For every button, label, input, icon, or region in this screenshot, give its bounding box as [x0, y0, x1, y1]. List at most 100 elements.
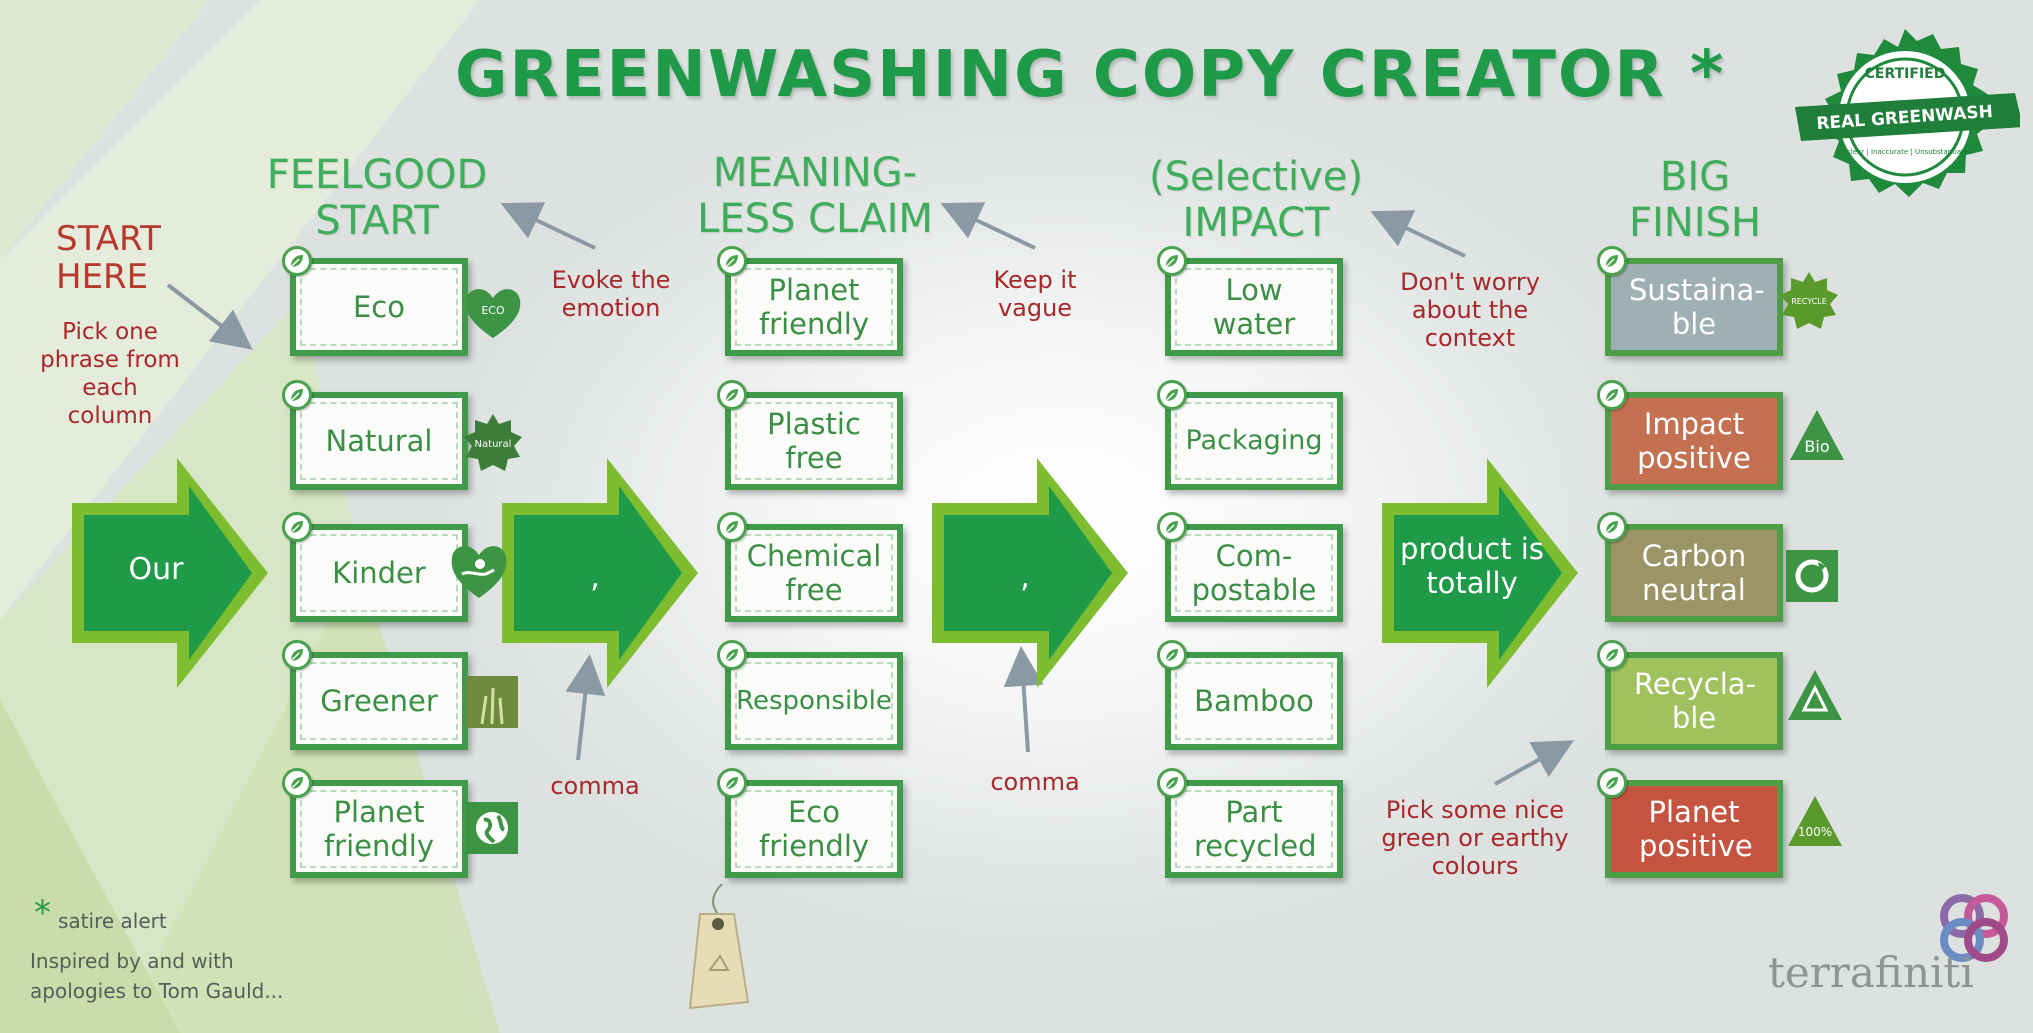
natural-badge-text: Natural — [475, 439, 512, 450]
card-label: Packaging — [1185, 425, 1323, 456]
flow-arrow-4 — [1382, 458, 1578, 688]
arrow-colours — [1494, 740, 1574, 786]
heading-meaningless-claim: MEANING-LESS CLAIM — [697, 150, 933, 242]
leaf-icon — [717, 380, 747, 410]
leaf-icon — [1597, 640, 1627, 670]
card-label: Kinder — [332, 556, 426, 590]
note-keep-vague: Keep it vague — [993, 266, 1077, 322]
recycle-tag-icon — [688, 884, 750, 1010]
big-finish-option[interactable]: Carbon neutral — [1605, 524, 1783, 622]
card-label: Eco friendly — [759, 795, 870, 863]
feelgood-option[interactable]: Eco — [290, 258, 468, 356]
terrafiniti-logo-text: terrafiniti — [1768, 948, 1974, 997]
seal-bottom-text: Unclear | Inaccurate | Unsubstantiated — [1837, 148, 1972, 156]
leaf-icon — [717, 246, 747, 276]
feelgood-option[interactable]: Natural — [290, 392, 468, 490]
leaf-icon — [717, 640, 747, 670]
credit-note: Inspired by and with apologies to Tom Ga… — [30, 949, 284, 1003]
arrow-vague — [940, 202, 1036, 250]
card-label: Plastic free — [767, 407, 861, 475]
flow-arrow-2-label: , — [590, 560, 600, 595]
feelgood-option[interactable]: Kinder — [290, 524, 468, 622]
card-label: Carbon neutral — [1641, 539, 1747, 607]
recycle-badge-text: RECYCLE — [1791, 297, 1827, 306]
card-label: Natural — [325, 424, 433, 458]
card-label: Bamboo — [1194, 684, 1314, 718]
recycle-triangle-badge — [1788, 670, 1842, 720]
leaf-icon — [1157, 512, 1187, 542]
card-label: Eco — [352, 290, 405, 324]
flow-arrow-2 — [502, 458, 698, 688]
card-label: Impact positive — [1637, 407, 1751, 475]
meaningless-claim-option[interactable]: Eco friendly — [725, 780, 903, 878]
note-context: Don't worry about the context — [1400, 268, 1540, 352]
flow-arrow-3-label: , — [1020, 560, 1030, 595]
feelgood-option[interactable]: Greener — [290, 652, 468, 750]
grass-badge — [466, 676, 518, 728]
seal-top-text: CERTIFIED — [1865, 66, 1946, 82]
leaf-icon — [282, 512, 312, 542]
feelgood-option[interactable]: Planet friendly — [290, 780, 468, 878]
card-label: Com-postable — [1191, 539, 1317, 607]
start-here-heading: START HERE — [56, 219, 161, 297]
impact-option[interactable]: Com-postable — [1165, 524, 1343, 622]
natural-star-badge: Natural — [464, 414, 522, 471]
leaf-icon — [282, 380, 312, 410]
heading-big-finish: BIG FINISH — [1629, 154, 1761, 246]
meaningless-claim-option[interactable]: Plastic free — [725, 392, 903, 490]
note-comma-2: comma — [990, 768, 1080, 796]
note-comma-1: comma — [550, 772, 640, 800]
heading-selective-impact: (Selective) IMPACT — [1148, 154, 1363, 246]
card-label: Planet positive — [1639, 795, 1753, 863]
flow-arrow-1 — [72, 458, 268, 688]
leaf-icon — [282, 246, 312, 276]
leaf-icon — [1597, 512, 1627, 542]
flow-arrow-4-label: product is totally — [1400, 532, 1544, 600]
leaf-icon — [1597, 380, 1627, 410]
bio-triangle-badge: Bio — [1790, 410, 1844, 460]
big-finish-option[interactable]: Planet positive — [1605, 780, 1783, 878]
big-finish-option[interactable]: Sustaina-ble — [1605, 258, 1783, 356]
big-finish-option[interactable]: Impact positive — [1605, 392, 1783, 490]
card-label: Greener — [320, 684, 438, 718]
leaf-icon — [282, 640, 312, 670]
impact-option[interactable]: Low water — [1165, 258, 1343, 356]
leaf-icon — [1157, 246, 1187, 276]
card-label: Planet friendly — [323, 795, 435, 863]
certified-seal: CERTIFIED REAL GREENWASH Unclear | Inacc… — [1795, 29, 2020, 197]
leaf-icon — [1157, 768, 1187, 798]
heading-feelgood-start: FEELGOOD START — [266, 152, 488, 244]
meaningless-claim-option[interactable]: Responsible — [725, 652, 903, 750]
impact-option[interactable]: Part recycled — [1165, 780, 1343, 878]
card-label: Part recycled — [1194, 795, 1317, 863]
meaningless-claim-option[interactable]: Planet friendly — [725, 258, 903, 356]
big-finish-option[interactable]: Recycla-ble — [1605, 652, 1783, 750]
carbon-cycle-badge — [1786, 550, 1838, 602]
impact-option[interactable]: Bamboo — [1165, 652, 1343, 750]
arrow-evoke — [500, 202, 596, 250]
card-label: Low water — [1212, 273, 1296, 341]
leaf-icon — [717, 768, 747, 798]
note-colours: Pick some nice green or earthy colours — [1381, 796, 1569, 880]
bio-badge-text: Bio — [1804, 437, 1829, 456]
card-label: Responsible — [736, 686, 892, 716]
hundred-badge-text: 100% — [1798, 825, 1832, 839]
satire-star: * — [34, 893, 51, 933]
leaf-icon — [1597, 246, 1627, 276]
eco-badge-text: ECO — [481, 304, 505, 317]
satire-alert-note: satire alert — [58, 909, 167, 933]
arrow-context — [1370, 210, 1466, 258]
leaf-icon — [1597, 768, 1627, 798]
card-label: Sustaina-ble — [1629, 273, 1765, 341]
note-evoke-emotion: Evoke the emotion — [551, 266, 671, 322]
eco-heart-badge: ECO — [465, 289, 521, 338]
leaf-icon — [1157, 640, 1187, 670]
flow-arrow-1-label: Our — [128, 552, 184, 587]
terrafiniti-logo-mark — [1940, 894, 2008, 962]
page-title: GREENWASHING COPY CREATOR * — [455, 38, 1726, 112]
start-instruction: Pick one phrase from each column — [40, 319, 180, 429]
impact-option[interactable]: Packaging — [1165, 392, 1343, 490]
meaningless-claim-option[interactable]: Chemical free — [725, 524, 903, 622]
card-label: Planet friendly — [758, 273, 870, 341]
